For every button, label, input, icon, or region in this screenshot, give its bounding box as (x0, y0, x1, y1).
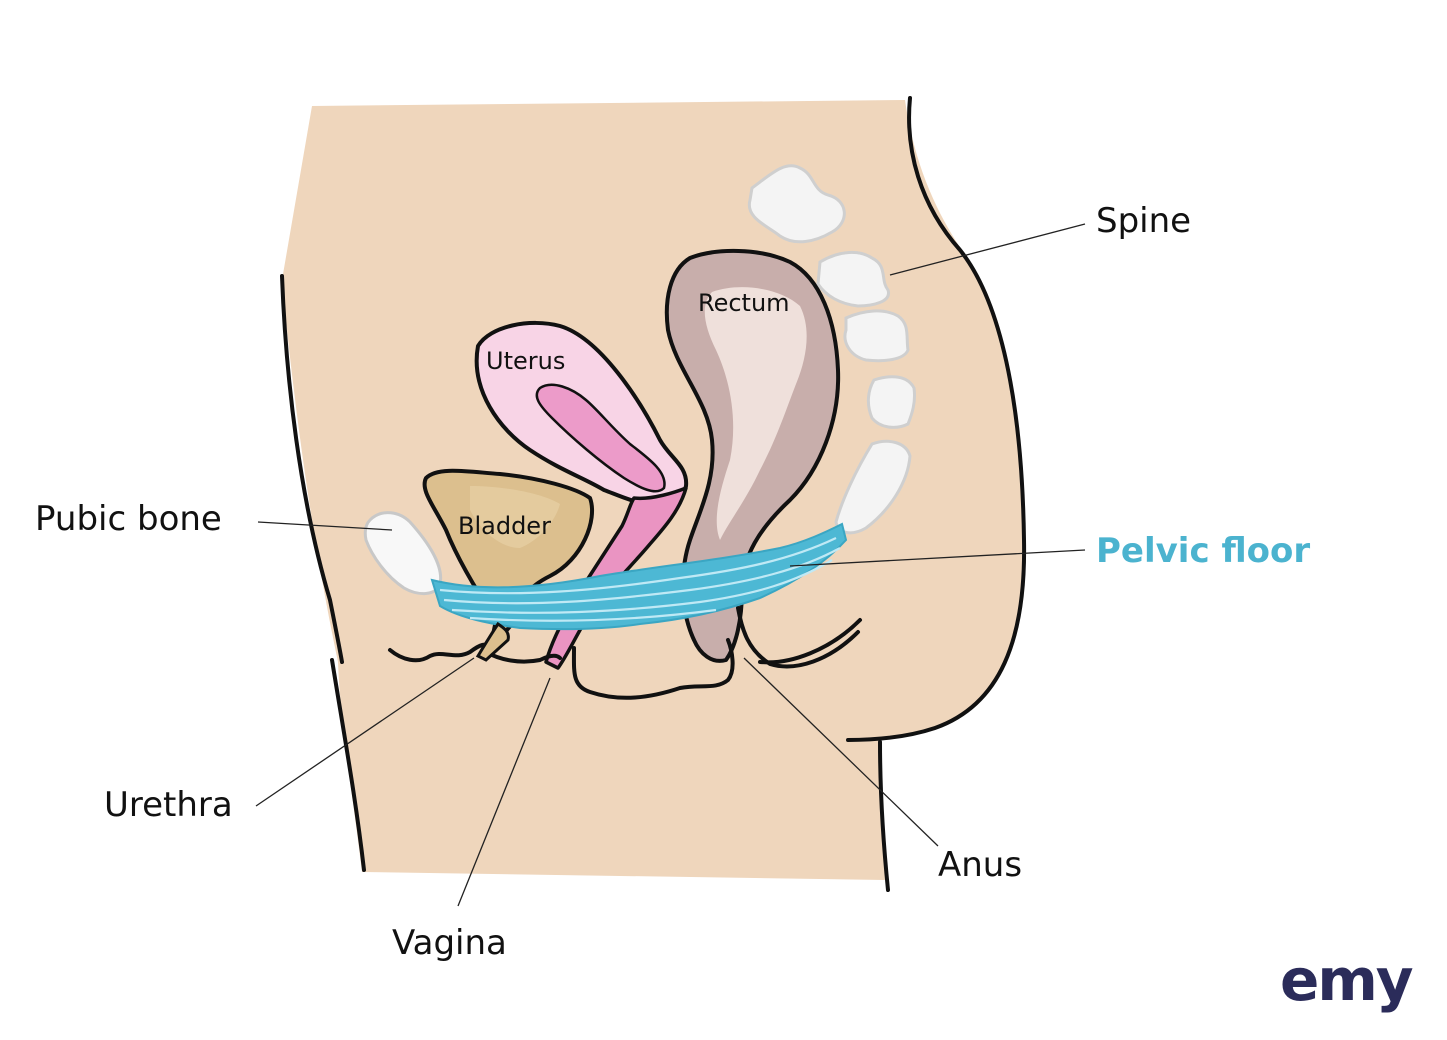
leader-lines (255, 223, 1086, 907)
label-urethra: Urethra (104, 785, 233, 825)
urethra-organ (475, 621, 510, 662)
back-outline (846, 96, 1027, 742)
label-spine: Spine (1096, 201, 1191, 241)
back-leg-outline (878, 740, 890, 892)
rectum-organ (664, 248, 841, 663)
leader-anus (743, 657, 939, 847)
front-leg-outline (330, 658, 366, 872)
label-anus: Anus (938, 845, 1022, 885)
belly-outline (280, 274, 344, 664)
vertebra (843, 309, 910, 363)
vertebra (816, 251, 890, 308)
label-uterus: Uterus (486, 347, 565, 375)
emy-logo: emy (1280, 946, 1413, 1014)
label-rectum: Rectum (698, 289, 790, 317)
pubic-bone (363, 511, 443, 595)
leader-spine (889, 223, 1086, 276)
leader-urethra (255, 657, 475, 807)
vertebra (747, 164, 846, 244)
label-pelvic-floor: Pelvic floor (1096, 531, 1310, 571)
rectum-lumen (704, 287, 807, 540)
label-bladder: Bladder (458, 512, 551, 540)
vertebra-sacrum (834, 439, 912, 535)
pelvic-floor-muscle (430, 522, 848, 631)
label-pubic-bone: Pubic bone (35, 499, 222, 539)
leader-pelvic-floor (789, 549, 1086, 567)
leader-pubic-bone (257, 521, 393, 531)
vertebra (866, 375, 916, 429)
perineum-outlines (388, 606, 860, 700)
uterus-cavity (535, 383, 666, 493)
label-vagina: Vagina (392, 923, 507, 963)
spine-vertebrae (747, 164, 916, 535)
leader-vagina (457, 677, 551, 907)
bladder-inner (470, 486, 560, 548)
